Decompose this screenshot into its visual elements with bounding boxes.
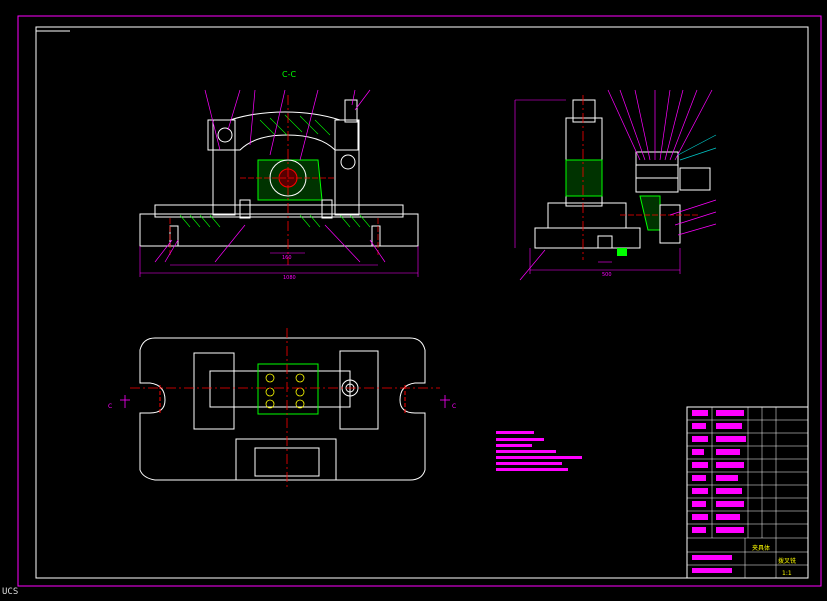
dim-side-width: 500 <box>602 272 612 278</box>
front-base-hatch <box>179 214 371 228</box>
front-view: C-C <box>139 70 419 281</box>
top-left-block <box>193 352 235 430</box>
side-view: 500 <box>514 89 717 281</box>
dim-total-front: 1080 <box>283 275 296 281</box>
dim-front-mid: 160 <box>282 255 292 261</box>
side-cutter-assembly <box>635 151 679 193</box>
top-right-block <box>339 350 379 430</box>
section-cut-markers <box>120 395 450 408</box>
ucs-icon: UCS <box>2 587 19 597</box>
top-view: C C <box>108 328 456 490</box>
front-top-clamp <box>207 111 359 151</box>
technical-notes <box>496 431 582 471</box>
side-dimensions <box>514 99 681 274</box>
front-dimensions <box>139 246 419 277</box>
top-workpiece <box>257 363 319 415</box>
title-block-name: 拨叉铣 <box>778 557 796 565</box>
section-label: C-C <box>282 70 296 79</box>
sheet-inner-border <box>35 26 809 579</box>
front-base-plate <box>139 213 419 247</box>
section-arrow-right: C <box>452 403 456 410</box>
side-base <box>534 227 641 249</box>
title-block: 夹具体 拨叉铣 1:1 <box>686 406 809 579</box>
top-base-outline <box>139 337 426 481</box>
front-balloon-leaders <box>154 89 386 263</box>
side-workpiece-section <box>565 159 603 197</box>
title-block-scale: 1:1 <box>782 570 792 577</box>
front-right-column <box>334 119 360 216</box>
top-lower-fixture <box>235 438 337 481</box>
side-balloon-leaders <box>519 89 717 281</box>
title-block-label-top: 夹具体 <box>752 544 770 552</box>
sheet-outer-border <box>17 15 822 587</box>
section-arrow-left: C <box>108 403 112 410</box>
